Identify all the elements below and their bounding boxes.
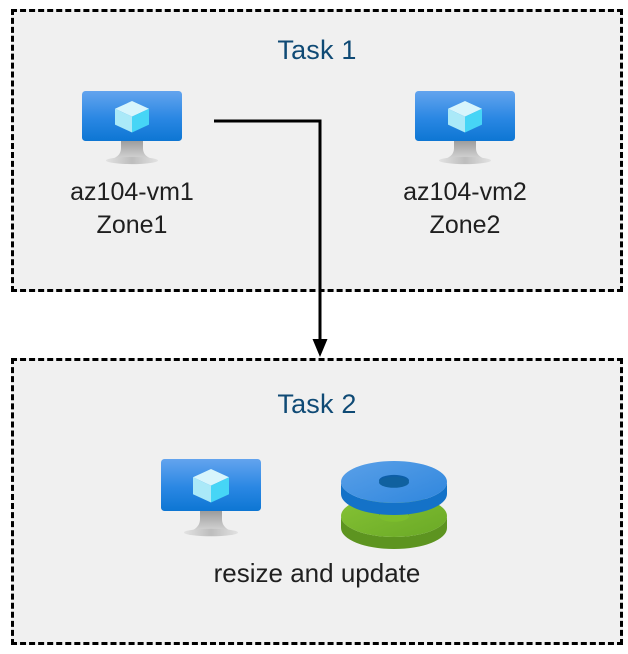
task-2-caption: resize and update	[213, 558, 421, 588]
virtual-machine-icon	[413, 88, 517, 168]
task-2-title: Task 2	[277, 389, 357, 419]
virtual-machine-icon	[159, 456, 263, 542]
vm-zone-text: Zone1	[96, 211, 168, 239]
arrowhead-icon	[312, 339, 328, 357]
managed-disks-icon	[339, 456, 449, 552]
virtual-machine-icon	[80, 88, 184, 168]
task-1-panel: Task 1	[11, 9, 623, 292]
vm-name-text: az104-vm1	[70, 178, 194, 206]
blue-disk	[341, 461, 447, 515]
task-2-panel: Task 2	[11, 358, 623, 645]
vm-node-az104-vm2[interactable]: az104-vm2 Zone2	[370, 88, 560, 242]
task-1-title: Task 1	[277, 35, 357, 65]
vm-name-label: az104-vm1 Zone1	[37, 176, 227, 242]
vm-zone-text: Zone2	[429, 211, 501, 239]
vm-node-az104-vm1[interactable]: az104-vm1 Zone1	[37, 88, 227, 242]
vm-name-label: az104-vm2 Zone2	[370, 176, 560, 242]
vm-name-text: az104-vm2	[403, 178, 527, 206]
task-2-icon-row	[14, 456, 620, 556]
